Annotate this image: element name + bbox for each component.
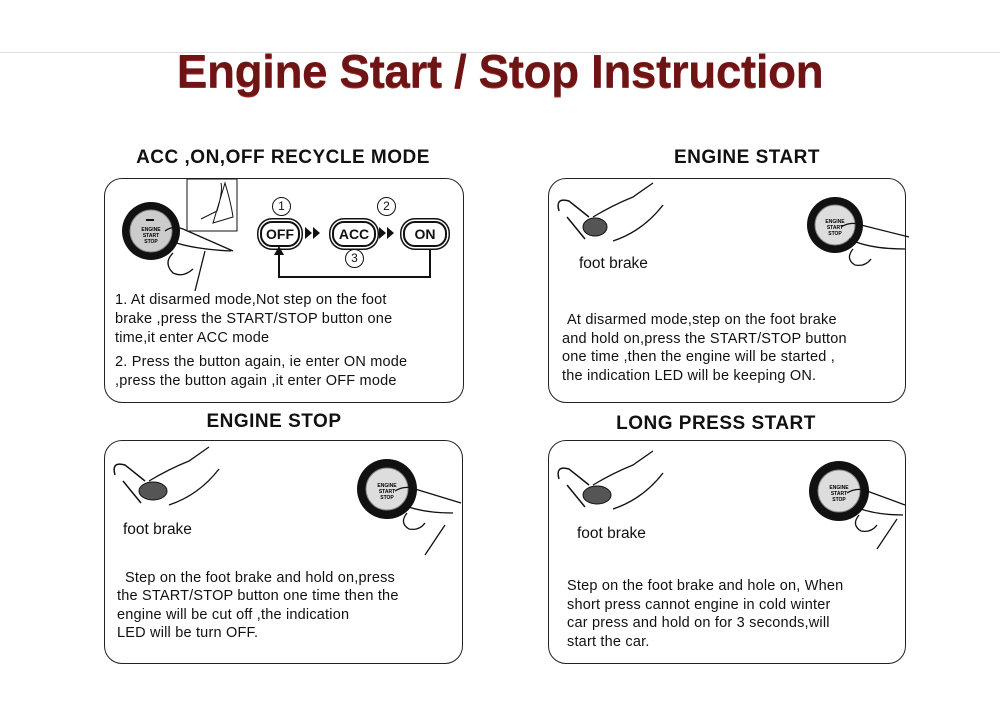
foot-brake-icon bbox=[113, 446, 220, 506]
instruction-line: 1. At disarmed mode,Not step on the foot bbox=[115, 292, 387, 308]
heading-recycle-mode: ACC ,ON,OFF RECYCLE MODE bbox=[136, 147, 430, 168]
svg-text:START: START bbox=[827, 225, 843, 231]
instruction-line: 2. Press the button again, ie enter ON m… bbox=[115, 354, 408, 370]
svg-text:ENGINE: ENGINE bbox=[141, 227, 161, 233]
instruction-line: the START/STOP button one time then the bbox=[117, 588, 399, 604]
instruction-line: and hold on,press the START/STOP button bbox=[562, 331, 847, 347]
heading-engine-stop: ENGINE STOP bbox=[206, 411, 342, 432]
instruction-line: start the car. bbox=[567, 634, 650, 650]
instruction-line: the indication LED will be keeping ON. bbox=[562, 368, 817, 384]
instruction-line: short press cannot engine in cold winter bbox=[567, 597, 831, 613]
svg-text:ENGINE: ENGINE bbox=[825, 219, 845, 225]
panel-engine-stop: foot brake ENGINE START STOP Step on the… bbox=[104, 440, 463, 664]
svg-text:STOP: STOP bbox=[144, 239, 158, 245]
state-off: OFF bbox=[260, 221, 300, 247]
instruction-line: Step on the foot brake and hole on, When bbox=[567, 578, 844, 594]
foot-brake-icon bbox=[557, 182, 664, 242]
instruction-line: Step on the foot brake and hold on,press bbox=[125, 570, 395, 586]
svg-text:START: START bbox=[831, 491, 847, 497]
state-acc: ACC bbox=[332, 221, 376, 247]
svg-text:STOP: STOP bbox=[828, 231, 842, 237]
heading-long-press-start: LONG PRESS START bbox=[616, 413, 816, 434]
instruction-line: brake ,press the START/STOP button one bbox=[115, 311, 393, 327]
instruction-line: ,press the button again ,it enter OFF mo… bbox=[115, 373, 397, 389]
svg-text:STOP: STOP bbox=[832, 497, 846, 503]
double-arrow-icon bbox=[305, 227, 320, 239]
foot-brake-label: foot brake bbox=[123, 521, 192, 538]
double-arrow-icon bbox=[379, 227, 394, 239]
svg-text:ENGINE: ENGINE bbox=[377, 483, 397, 489]
panel-long-press-start: foot brake ENGINE START STOP Step on the… bbox=[548, 440, 906, 664]
instruction-line: car press and hold on for 3 seconds,will bbox=[567, 615, 830, 631]
return-arrow-icon bbox=[274, 246, 431, 278]
foot-brake-label: foot brake bbox=[577, 525, 646, 542]
instruction-line: engine will be cut off ,the indication bbox=[117, 607, 350, 623]
panel-recycle-mode: ENGINE START STOP 1 2 OFF ACC ON 3 1. At… bbox=[104, 178, 464, 403]
step-3-marker: 3 bbox=[345, 249, 364, 268]
instruction-line: At disarmed mode,step on the foot brake bbox=[567, 312, 837, 328]
start-button-hand-icon: ENGINE START STOP bbox=[809, 461, 906, 550]
heading-engine-start: ENGINE START bbox=[673, 147, 821, 168]
step-1-marker: 1 bbox=[272, 197, 291, 216]
start-button-hand-icon: ENGINE START STOP bbox=[122, 178, 238, 292]
step-2-marker: 2 bbox=[377, 197, 396, 216]
foot-brake-icon bbox=[557, 450, 664, 510]
svg-text:STOP: STOP bbox=[380, 495, 394, 501]
svg-text:START: START bbox=[143, 233, 159, 239]
svg-text:START: START bbox=[379, 489, 395, 495]
foot-brake-label: foot brake bbox=[579, 255, 648, 272]
start-button-hand-icon: ENGINE START STOP bbox=[807, 197, 910, 267]
svg-text:ENGINE: ENGINE bbox=[829, 485, 849, 491]
page-title: Engine Start / Stop Instruction bbox=[176, 45, 824, 97]
instruction-line: time,it enter ACC mode bbox=[115, 330, 270, 346]
instruction-line: LED will be turn OFF. bbox=[117, 625, 259, 641]
divider bbox=[0, 52, 1000, 53]
state-on: ON bbox=[403, 221, 447, 247]
start-button-hand-icon: ENGINE START STOP bbox=[357, 459, 462, 556]
instruction-line: one time ,then the engine will be starte… bbox=[562, 349, 835, 365]
panel-engine-start: foot brake ENGINE START STOP At disarmed… bbox=[548, 178, 910, 403]
